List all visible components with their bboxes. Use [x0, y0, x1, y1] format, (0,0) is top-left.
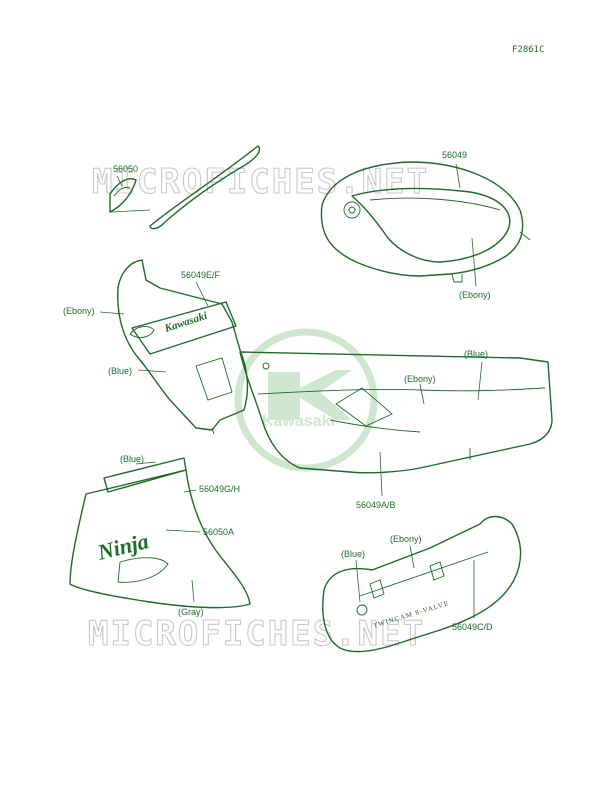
callout-56049CD: 56049C/D — [452, 622, 493, 632]
callout-56049: 56049 — [442, 150, 467, 160]
part-side-cowl-upper: Kawasaki — [99, 259, 270, 435]
callout-cover-ebony: (Ebony) — [390, 534, 422, 544]
callout-lower-blue: (Blue) — [120, 454, 144, 464]
figure-code: F2861C — [512, 45, 545, 55]
callout-cowl-blue: (Blue) — [108, 366, 132, 376]
callout-56050: 56050 — [113, 164, 138, 174]
decal-ninja: Ninja — [94, 528, 151, 565]
callout-cover-blue: (Blue) — [341, 549, 365, 559]
callout-56050A: 56050A — [203, 527, 234, 537]
callout-lower-gray: (Gray) — [178, 607, 204, 617]
part-windscreen-decal — [109, 145, 261, 230]
part-side-panel — [239, 351, 553, 497]
callout-tank-ebony: (Ebony) — [459, 290, 491, 300]
part-fuel-tank — [320, 161, 531, 287]
callout-panel-ebony: (Ebony) — [404, 374, 436, 384]
watermark-bottom: MICROFICHES.NET — [88, 614, 425, 654]
callout-56049GH: 56049G/H — [199, 484, 240, 494]
logo-brand-text: Kawasaki — [262, 413, 335, 430]
watermark-top: MICROFICHES.NET — [92, 162, 429, 202]
callout-panel-blue: (Blue) — [464, 349, 488, 359]
callout-56049EF: 56049E/F — [181, 270, 221, 280]
callout-cowl-ebony: (Ebony) — [63, 306, 95, 316]
callout-56049AB: 56049A/B — [356, 500, 396, 510]
